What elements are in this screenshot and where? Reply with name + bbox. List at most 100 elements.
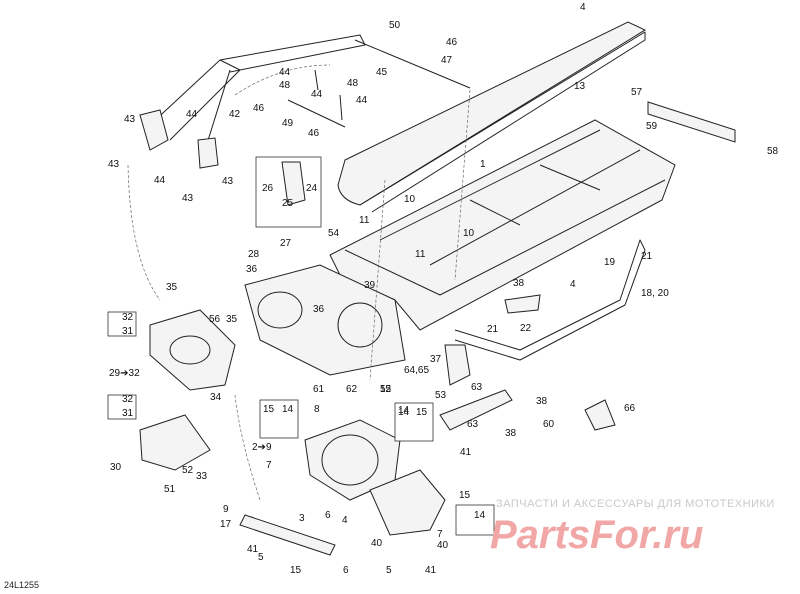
dashed-leader-1 xyxy=(234,64,331,96)
callout-label: 38 xyxy=(505,428,517,439)
strut-c xyxy=(204,69,231,151)
callout-label: 31 xyxy=(122,408,134,419)
callout-label: 25 xyxy=(282,198,294,209)
rod-44 xyxy=(339,94,343,121)
callout-label: 13 xyxy=(574,81,586,92)
arm-63 xyxy=(439,389,513,431)
callout-label: 10 xyxy=(463,228,475,239)
frame-rail xyxy=(344,179,666,296)
callout-label: 15 xyxy=(263,404,275,415)
callout-label: 43 xyxy=(222,176,234,187)
callout-label: 59 xyxy=(646,121,658,132)
dashed-leader-5 xyxy=(454,89,471,281)
inset-box-14-15-a xyxy=(259,399,299,439)
callout-label: 54 xyxy=(328,228,340,239)
callout-label: 35 xyxy=(226,314,238,325)
callout-label: 52 xyxy=(182,465,194,476)
callout-label: 43 xyxy=(108,159,120,170)
inset-box-31-32-bottom xyxy=(107,394,137,420)
callout-label: 8 xyxy=(314,404,320,415)
bulkhead-hole-left xyxy=(257,291,303,329)
callout-label: 15 xyxy=(416,407,428,418)
rod-45 xyxy=(354,39,471,89)
plate-66 xyxy=(584,399,616,431)
watermark-logo-text: PartsFor.ru xyxy=(490,513,703,554)
callout-label: 40 xyxy=(371,538,383,549)
bracket-22 xyxy=(504,294,541,314)
bar-18-20 xyxy=(454,239,646,361)
callout-label: 14 xyxy=(474,510,486,521)
bracket-37 xyxy=(444,344,471,386)
callout-label: 45 xyxy=(376,67,388,78)
callout-label: 41 xyxy=(460,447,472,458)
callout-label: 3 xyxy=(299,513,305,524)
callout-label: 6 xyxy=(343,565,349,576)
rear-bar xyxy=(647,101,736,143)
callout-label: 44 xyxy=(279,67,291,78)
watermark-caption: ЗАПЧАСТИ И АКСЕССУАРЫ ДЛЯ МОТОТЕХНИКИ xyxy=(496,498,775,510)
callout-label: 44 xyxy=(186,109,198,120)
lower-bracket-30 xyxy=(139,414,211,471)
bulkhead-hole-right xyxy=(337,302,383,348)
callout-label: 11 xyxy=(415,249,426,260)
watermark-logo: PartsFor.ru xyxy=(490,513,703,554)
upper-strut-a xyxy=(149,59,241,141)
callout-label: 21 xyxy=(641,251,653,262)
callout-label: 4 xyxy=(342,515,348,526)
callout-label: 24 xyxy=(306,183,318,194)
callout-label: 57 xyxy=(631,87,643,98)
callout-label: 53 xyxy=(435,390,447,401)
callout-label: 9 xyxy=(223,504,229,515)
dashed-leader-4 xyxy=(369,179,386,381)
callout-label: 47 xyxy=(441,55,453,66)
callout-label: 63 xyxy=(471,382,483,393)
callout-label: 22 xyxy=(520,323,532,334)
callout-label: 41 xyxy=(247,544,259,555)
callout-label: 40 xyxy=(437,540,449,551)
callout-label: 51 xyxy=(164,484,176,495)
callout-label: 4 xyxy=(580,2,586,13)
callout-label: 37 xyxy=(430,354,442,365)
tunnel-edge xyxy=(359,31,646,213)
callout-label: 43 xyxy=(182,193,194,204)
callout-label: 31 xyxy=(122,326,134,337)
callout-label: 56 xyxy=(209,314,221,325)
frame-9 xyxy=(369,469,446,536)
callout-label: 27 xyxy=(280,238,292,249)
callout-label: 6 xyxy=(325,510,331,521)
callout-label: 42 xyxy=(229,109,241,120)
callout-label: 36 xyxy=(313,304,325,315)
callout-label: 1 xyxy=(480,159,486,170)
callout-label: 44 xyxy=(154,175,166,186)
bracket-24-26 xyxy=(281,161,306,206)
callout-label: 32 xyxy=(122,394,134,405)
skid-plate xyxy=(239,514,336,556)
callout-label: 33 xyxy=(196,471,208,482)
callout-label: 48 xyxy=(279,80,291,91)
callout-label: 4 xyxy=(570,279,576,290)
frame-crossbar-1 xyxy=(379,129,601,241)
document-code: 24L1255 xyxy=(4,580,40,590)
callout-label: 29➔32 xyxy=(109,368,140,379)
dashed-leader-2 xyxy=(127,164,161,301)
callout-label: 34 xyxy=(210,392,222,403)
frame-crossbar-3 xyxy=(469,199,521,226)
callout-label: 14 xyxy=(398,405,410,416)
frame-crossbar-4 xyxy=(539,164,601,191)
callout-label: 38 xyxy=(513,278,525,289)
callout-label: 62 xyxy=(346,384,358,395)
bracket-right xyxy=(197,137,219,169)
callout-label: 39 xyxy=(364,280,376,291)
callout-label: 64,65 xyxy=(404,365,429,376)
callout-label: 32 xyxy=(122,312,134,323)
callout-label: 41 xyxy=(425,565,437,576)
inset-box-14-15-b xyxy=(394,402,434,442)
callout-label: 48 xyxy=(347,78,359,89)
inset-box-14-15-c xyxy=(455,504,495,536)
rod-48 xyxy=(314,69,319,91)
callout-label: 15 xyxy=(459,490,471,501)
callout-label: 7 xyxy=(266,460,272,471)
frame-8-hole xyxy=(321,434,379,486)
callout-label: 14 xyxy=(282,404,294,415)
